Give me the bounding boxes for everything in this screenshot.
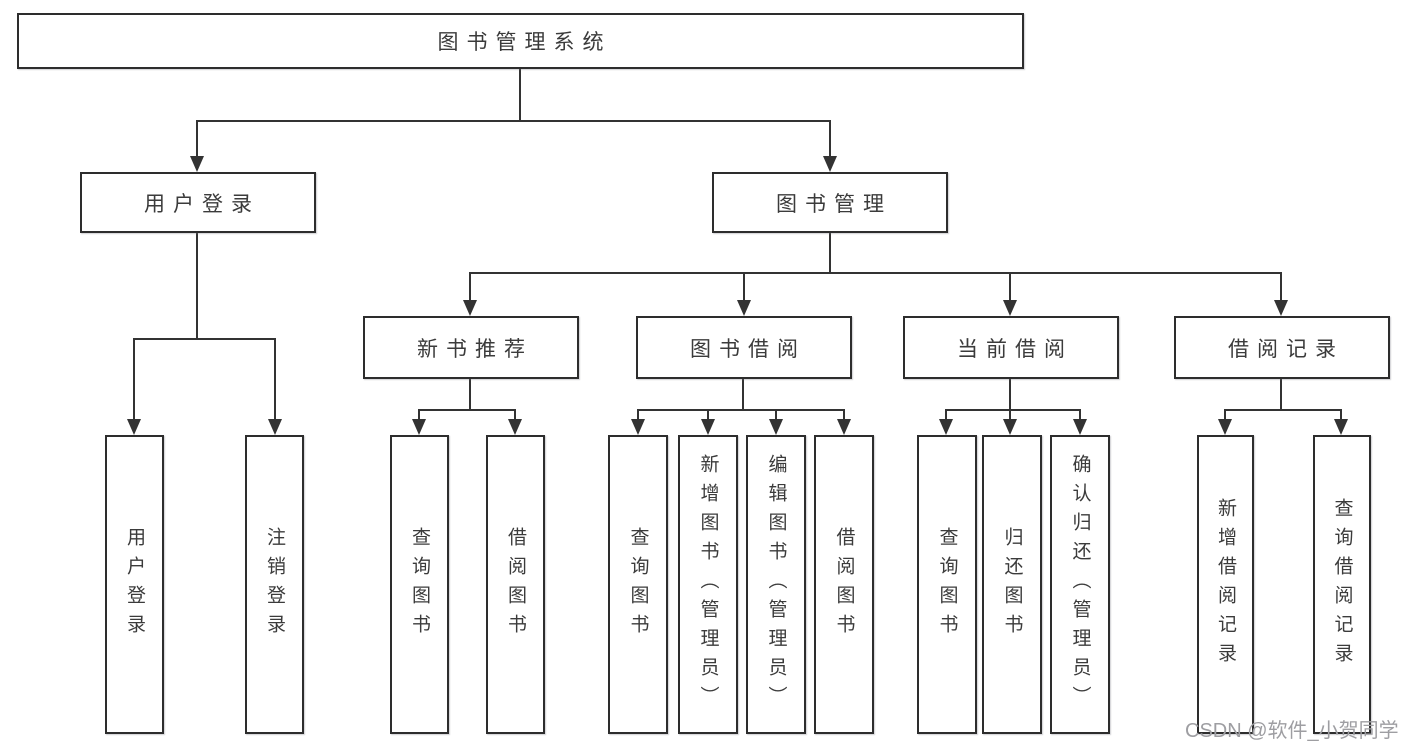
connector-line xyxy=(707,409,709,421)
leaf-label: 查询图书 xyxy=(409,526,430,643)
arrow-down-icon xyxy=(1274,300,1288,316)
leaf-label: 查询借阅记录 xyxy=(1331,497,1353,672)
connector-line xyxy=(1280,272,1282,302)
arrow-down-icon xyxy=(508,419,522,435)
arrow-down-icon xyxy=(412,419,426,435)
connector-line xyxy=(1079,409,1081,421)
connector-line xyxy=(196,120,198,158)
arrow-down-icon xyxy=(190,156,204,172)
connector-line xyxy=(843,409,845,421)
connector-line xyxy=(274,338,276,420)
connector-line xyxy=(742,379,744,409)
leaf-label: 归还图书 xyxy=(1001,526,1023,643)
leaf-borrow-book-recommend: 借阅图书 xyxy=(486,435,545,734)
connector-line xyxy=(1009,409,1011,421)
arrow-down-icon xyxy=(939,419,953,435)
connector-line xyxy=(829,233,831,272)
leaf-add-book-admin: 新增图书（管理员） xyxy=(678,435,738,734)
node-borrow-record: 借阅记录 xyxy=(1174,316,1390,379)
node-label: 当前借阅 xyxy=(957,337,1073,361)
connector-line xyxy=(1280,379,1282,409)
leaf-label: 借阅图书 xyxy=(833,526,855,643)
arrow-down-icon xyxy=(837,419,851,435)
connector-line xyxy=(418,409,516,411)
arrow-down-icon xyxy=(823,156,837,172)
leaf-label: 查询图书 xyxy=(936,526,958,643)
connector-line xyxy=(945,409,1081,411)
connector-line xyxy=(133,338,276,340)
connector-line xyxy=(196,233,198,338)
arrow-down-icon xyxy=(631,419,645,435)
connector-line xyxy=(514,409,516,421)
leaf-label: 编辑图书（管理员） xyxy=(765,454,787,715)
arrow-down-icon xyxy=(1003,419,1017,435)
leaf-query-book-recommend: 查询图书 xyxy=(390,435,449,734)
leaf-user-login: 用户登录 xyxy=(105,435,164,734)
leaf-label: 查询图书 xyxy=(627,526,649,643)
connector-line xyxy=(945,409,947,421)
leaf-query-book-borrow: 查询图书 xyxy=(608,435,668,734)
arrow-down-icon xyxy=(701,419,715,435)
connector-line xyxy=(1340,409,1342,421)
arrow-down-icon xyxy=(268,419,282,435)
node-new-book-recommend: 新书推荐 xyxy=(363,316,579,379)
connector-line xyxy=(775,409,777,421)
node-root: 图书管理系统 xyxy=(17,13,1024,69)
leaf-label: 新增图书（管理员） xyxy=(697,454,719,715)
node-user-login: 用户登录 xyxy=(80,172,316,233)
node-label: 用户登录 xyxy=(144,192,260,216)
leaf-confirm-return-admin: 确认归还（管理员） xyxy=(1050,435,1110,734)
leaf-edit-book-admin: 编辑图书（管理员） xyxy=(746,435,806,734)
node-label: 借阅记录 xyxy=(1228,337,1344,361)
leaf-add-borrow-record: 新增借阅记录 xyxy=(1197,435,1254,734)
leaf-label: 用户登录 xyxy=(124,526,145,643)
connector-line xyxy=(637,409,639,421)
leaf-label: 新增借阅记录 xyxy=(1215,497,1236,672)
arrow-down-icon xyxy=(1218,419,1232,435)
leaf-borrow-book: 借阅图书 xyxy=(814,435,874,734)
node-label: 图书管理 xyxy=(776,192,892,216)
node-current-borrow: 当前借阅 xyxy=(903,316,1119,379)
connector-line xyxy=(519,69,521,120)
connector-line xyxy=(469,379,471,409)
connector-line xyxy=(469,272,1282,274)
connector-line xyxy=(418,409,420,421)
connector-line xyxy=(637,409,845,411)
arrow-down-icon xyxy=(737,300,751,316)
connector-line xyxy=(196,120,831,122)
node-root-label: 图书管理系统 xyxy=(437,31,612,54)
leaf-query-book-current: 查询图书 xyxy=(917,435,977,734)
leaf-label: 注销登录 xyxy=(264,526,285,643)
arrow-down-icon xyxy=(769,419,783,435)
arrow-down-icon xyxy=(1073,419,1087,435)
node-label: 新书推荐 xyxy=(417,337,533,361)
leaf-return-book: 归还图书 xyxy=(982,435,1042,734)
leaf-label: 借阅图书 xyxy=(505,526,526,643)
connector-line xyxy=(829,120,831,158)
connector-line xyxy=(1009,272,1011,302)
connector-line xyxy=(1224,409,1342,411)
connector-line xyxy=(133,338,135,420)
arrow-down-icon xyxy=(1334,419,1348,435)
node-book-management: 图书管理 xyxy=(712,172,948,233)
connector-line xyxy=(469,272,471,302)
arrow-down-icon xyxy=(463,300,477,316)
leaf-logout: 注销登录 xyxy=(245,435,304,734)
leaf-query-borrow-record: 查询借阅记录 xyxy=(1313,435,1371,734)
csdn-watermark: CSDN @软件_小贺同学 xyxy=(1185,720,1399,742)
connector-line xyxy=(1224,409,1226,421)
leaf-label: 确认归还（管理员） xyxy=(1069,454,1091,715)
connector-line xyxy=(743,272,745,302)
connector-line xyxy=(1009,379,1011,409)
node-label: 图书借阅 xyxy=(690,337,806,361)
arrow-down-icon xyxy=(127,419,141,435)
node-book-borrow: 图书借阅 xyxy=(636,316,852,379)
arrow-down-icon xyxy=(1003,300,1017,316)
